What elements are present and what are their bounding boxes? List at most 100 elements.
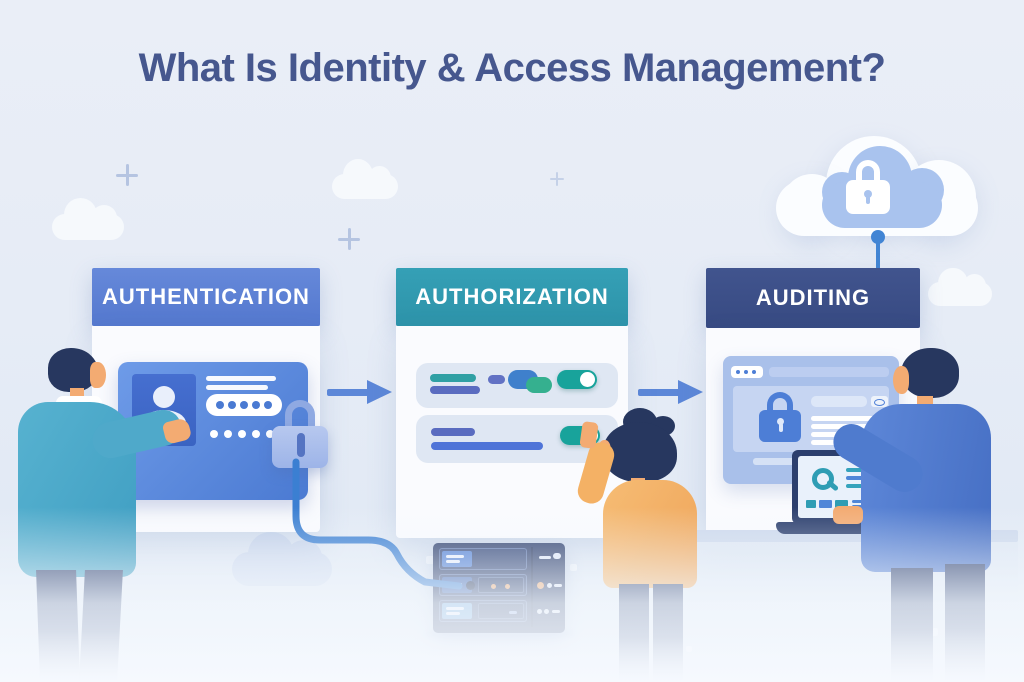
window-dot (752, 370, 756, 374)
password-dot (264, 401, 272, 409)
sparkle-icon (338, 228, 360, 250)
status-led (537, 582, 544, 589)
status-led (505, 584, 510, 589)
server-module (442, 603, 472, 619)
server-module (478, 603, 524, 619)
hair (48, 348, 98, 392)
cloud-decoration (928, 267, 992, 306)
text-line (446, 607, 464, 610)
server-module (442, 551, 472, 567)
avatar-head (153, 386, 175, 408)
window-dot (736, 370, 740, 374)
password-dot (240, 401, 248, 409)
lock-shackle (285, 400, 315, 432)
password-dot (216, 401, 224, 409)
hair (603, 422, 677, 482)
text-line (431, 428, 475, 436)
text-line (430, 374, 476, 382)
dot (238, 430, 246, 438)
server-detail (539, 556, 551, 559)
sparkle-icon (550, 172, 564, 186)
pixel-block (819, 500, 832, 508)
person-auditing (826, 344, 1024, 682)
server-row (439, 548, 527, 570)
flow-arrow-icon (327, 380, 392, 404)
dot (224, 430, 232, 438)
search-icon (812, 468, 834, 490)
text-line (446, 612, 460, 615)
text-line (852, 500, 868, 503)
lock-shackle (856, 160, 880, 184)
text-line (206, 385, 268, 390)
leg (79, 570, 123, 682)
password-field (206, 394, 282, 416)
server-detail (554, 584, 562, 587)
arrow-shaft (327, 389, 369, 396)
server-detail (552, 610, 560, 613)
face (90, 362, 106, 388)
authorization-header: AUTHORIZATION (396, 268, 628, 326)
text-line (811, 416, 889, 421)
credential-lock-icon (272, 400, 328, 468)
text-line (446, 583, 462, 586)
status-led (547, 583, 552, 588)
cloud-decoration (52, 198, 124, 240)
torso (603, 480, 697, 588)
text-line (206, 376, 276, 381)
leg (653, 584, 683, 682)
server-rack-icon (433, 543, 565, 633)
cable-port (466, 581, 475, 590)
dot (210, 430, 218, 438)
log-field (811, 396, 867, 407)
connector-dot (871, 230, 885, 244)
keyhole-stem (778, 423, 783, 432)
permission-row (416, 363, 618, 408)
pixel-block (835, 500, 848, 508)
chevron-decoration (509, 611, 517, 614)
flow-arrow-icon (638, 380, 703, 404)
hand (161, 417, 193, 445)
sparkle-icon (116, 164, 138, 186)
server-row (439, 574, 527, 596)
dot (266, 430, 274, 438)
password-dot (228, 401, 236, 409)
address-bar (769, 367, 889, 377)
keyhole-stem (866, 196, 870, 204)
server-divider (531, 547, 533, 627)
text-line (431, 442, 543, 450)
leg (945, 564, 985, 682)
person-authentication (14, 344, 204, 682)
leg (36, 570, 80, 682)
torso (861, 404, 991, 572)
hair (901, 348, 959, 398)
authentication-header: AUTHENTICATION (92, 268, 320, 326)
server-module (478, 577, 524, 593)
server-detail (553, 553, 561, 559)
person-authorization (574, 408, 705, 682)
face (893, 366, 909, 394)
padlock-icon (846, 160, 890, 216)
cloud-decoration (232, 531, 332, 586)
toggle-switch (557, 370, 597, 389)
status-led (544, 609, 549, 614)
arrow-head (367, 380, 392, 404)
leg (619, 584, 649, 682)
eye-icon (871, 396, 888, 407)
blob-decoration (526, 377, 552, 393)
status-led (491, 584, 496, 589)
arrow-shaft (638, 389, 680, 396)
pixel-block (806, 500, 816, 508)
keyhole (777, 418, 784, 425)
blob-decoration (488, 375, 505, 384)
cloud-decoration (332, 159, 398, 199)
leg (891, 568, 933, 682)
window-controls (731, 366, 763, 378)
keyhole (864, 190, 872, 198)
arrow-head (678, 380, 703, 404)
lock-shackle (767, 392, 793, 414)
keyhole (297, 433, 305, 457)
dot (252, 430, 260, 438)
hand (833, 506, 863, 524)
window-dot (744, 370, 748, 374)
